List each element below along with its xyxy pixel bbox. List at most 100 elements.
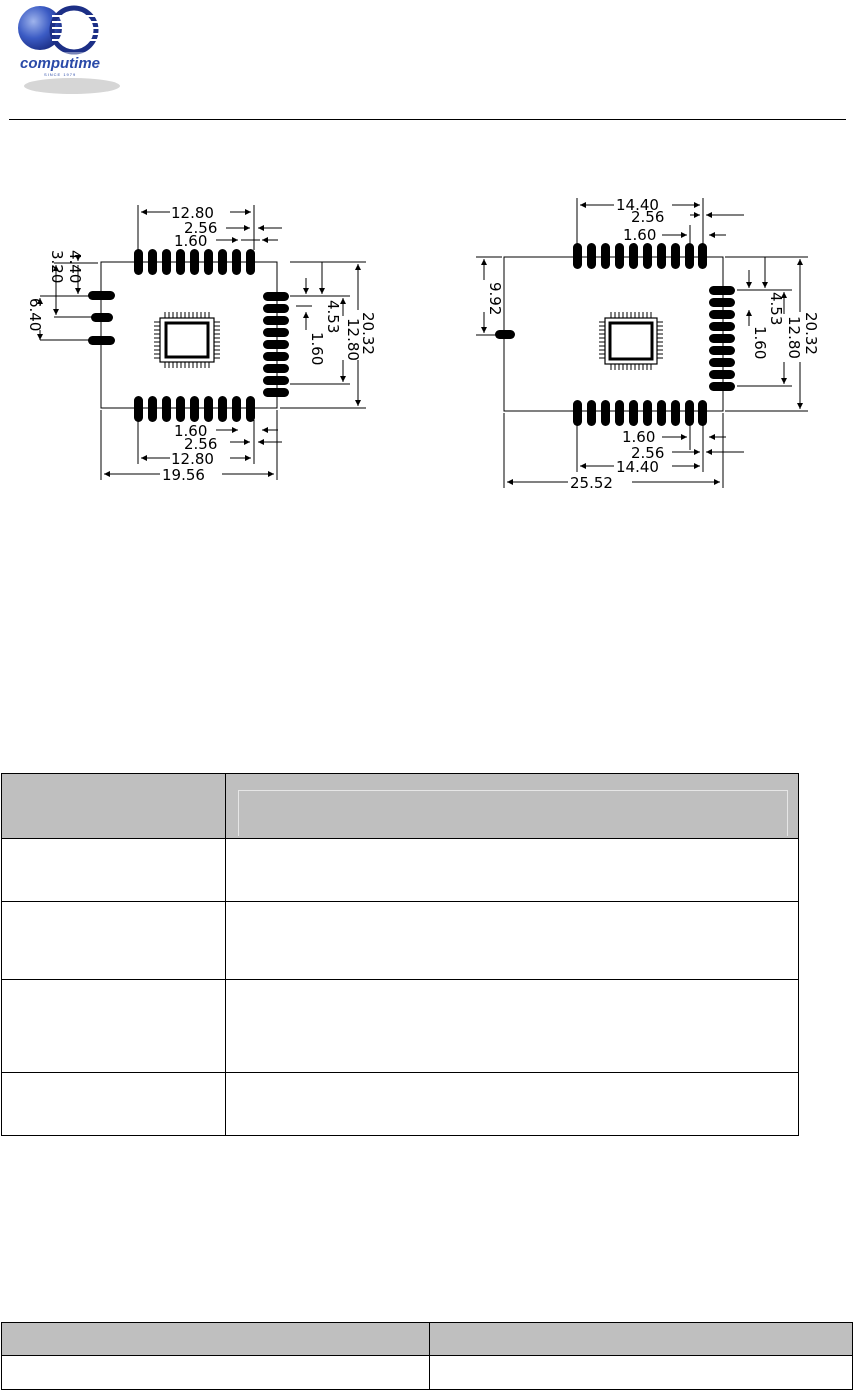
pad [709, 358, 735, 367]
table-header-cell [1, 773, 226, 839]
pad [134, 396, 143, 422]
pad [263, 340, 289, 349]
pad [190, 396, 199, 422]
dim-label: 1.60 [308, 332, 326, 365]
pad [685, 243, 694, 269]
pad [162, 396, 171, 422]
pad [671, 400, 680, 426]
table-header-cell [1, 1322, 430, 1356]
chip-symbol [154, 312, 220, 368]
pad [709, 322, 735, 331]
top-pad-row [573, 243, 707, 269]
table-cell [429, 1355, 853, 1390]
left-pad [495, 330, 515, 339]
dim-label: 4.40 [66, 250, 84, 283]
dim-label: 1.60 [174, 232, 207, 250]
dim-label: 3.20 [48, 250, 66, 283]
pad [176, 396, 185, 422]
top-pad-row [134, 249, 255, 275]
pad [709, 286, 735, 295]
pad [601, 400, 610, 426]
pad [685, 400, 694, 426]
table-cell [1, 979, 226, 1073]
pad [657, 400, 666, 426]
table-cell [1, 901, 226, 980]
table-header-row [1, 1322, 853, 1356]
dim-label: 19.56 [162, 466, 205, 484]
logo-tagline: SINCE 1979 [44, 72, 76, 77]
pad [643, 243, 652, 269]
pad [263, 292, 289, 301]
pad [263, 316, 289, 325]
dim-label: 2.56 [184, 435, 217, 453]
pad [671, 243, 680, 269]
table-cell [225, 838, 799, 902]
right-pad-column [709, 286, 735, 391]
dim-label: 2.56 [184, 219, 217, 237]
dim-label: 25.52 [570, 474, 613, 492]
pad [263, 328, 289, 337]
table-header-cell [225, 773, 799, 839]
pad [657, 243, 666, 269]
pad [246, 396, 255, 422]
table-header-cell [429, 1322, 853, 1356]
chip-symbol [599, 312, 663, 370]
table-row [1, 979, 799, 1073]
table-row [1, 901, 799, 980]
table-cell [1, 1072, 226, 1136]
dim-label: 1.60 [751, 326, 769, 359]
pad [162, 249, 171, 275]
dim-label: 2.56 [631, 208, 664, 226]
pad [601, 243, 610, 269]
pad [573, 243, 582, 269]
footprint-drawing-left: 12.80 2.56 1.60 4.40 3.20 6.40 4.53 12.8… [26, 204, 377, 484]
table-cell [225, 1072, 799, 1136]
dim-label: 12.80 [785, 316, 803, 359]
pad [709, 370, 735, 379]
table-cell [1, 838, 226, 902]
pad [709, 382, 735, 391]
dim-label: 20.32 [802, 312, 820, 355]
pad [709, 310, 735, 319]
pad [148, 249, 157, 275]
pad [88, 291, 115, 300]
logo-text: computime [20, 55, 100, 72]
pad [263, 388, 289, 397]
dim-label: 12.80 [171, 204, 214, 222]
dim-label: 1.60 [174, 422, 207, 440]
spec-table [1, 773, 799, 1136]
pad [587, 400, 596, 426]
dim-label: 4.53 [324, 300, 342, 333]
pad [88, 336, 115, 345]
pad [629, 400, 638, 426]
pad [218, 396, 227, 422]
dimension-lines [476, 198, 808, 488]
pad [709, 334, 735, 343]
pad [91, 313, 113, 322]
table-row [1, 838, 799, 902]
bottom-pad-row [134, 396, 255, 422]
footprint-drawing-right: 14.40 2.56 1.60 9.92 4.53 12.80 1.60 20.… [476, 196, 820, 492]
pad [263, 304, 289, 313]
header-rule [9, 119, 846, 120]
right-pad-column [263, 292, 289, 397]
pad [232, 396, 241, 422]
bottom-pad-row [573, 400, 707, 426]
dim-label: 14.40 [616, 196, 659, 214]
pad [190, 249, 199, 275]
pad [709, 298, 735, 307]
pad [204, 249, 213, 275]
pad [263, 376, 289, 385]
pad [615, 400, 624, 426]
dim-label: 9.92 [486, 282, 504, 315]
table-cell [225, 979, 799, 1073]
company-logo: computime SINCE 1979 [18, 5, 120, 94]
pad [176, 249, 185, 275]
dim-label: 12.80 [344, 318, 362, 361]
dim-label: 4.53 [767, 292, 785, 325]
table-row [1, 1355, 853, 1390]
pad [218, 249, 227, 275]
pad [204, 396, 213, 422]
pad [573, 400, 582, 426]
table-row [1, 1072, 799, 1136]
